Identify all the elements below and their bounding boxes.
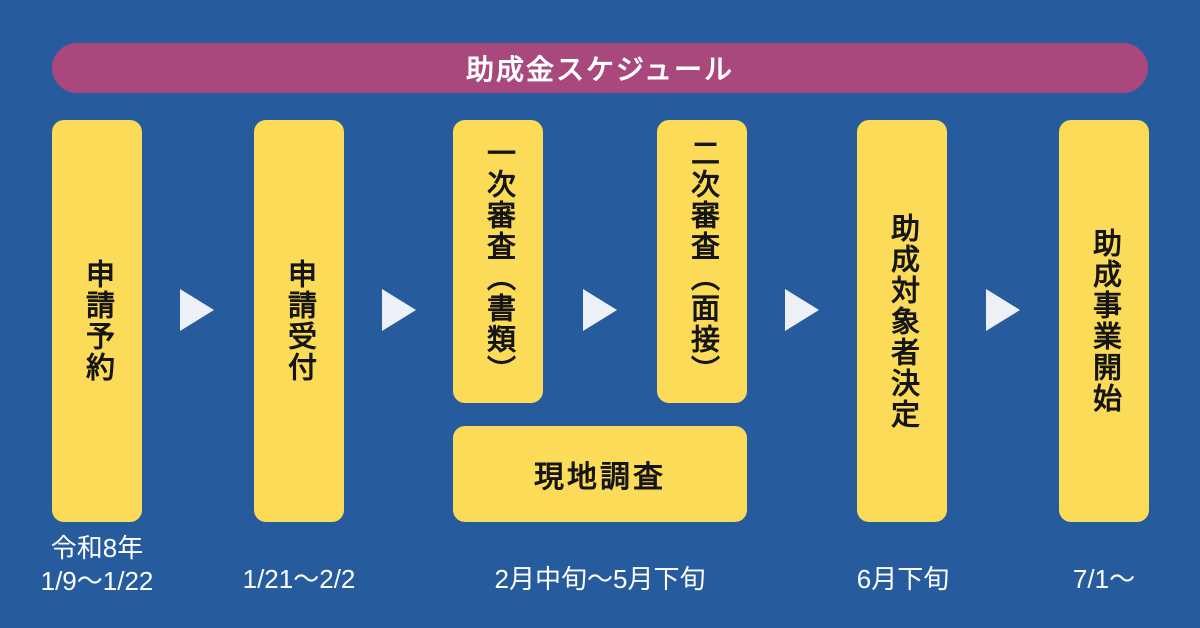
date-step6: 7/1〜 — [1072, 564, 1136, 594]
date-step5: 6月下旬 — [856, 564, 950, 594]
date-step1: 令和8年 1/9〜1/22 — [41, 532, 154, 597]
step-label: 一次審査（書類） — [482, 137, 515, 386]
date-line: 令和8年 — [50, 533, 144, 563]
arrow-right-icon — [382, 289, 416, 331]
date-step2: 1/21〜2/2 — [242, 564, 356, 594]
step-label: 助成事業開始 — [1088, 228, 1121, 414]
onsite-survey-box: 現地調査 — [453, 426, 747, 522]
step-label: 助成対象者決定 — [886, 212, 919, 430]
page-title: 助成金スケジュール — [465, 54, 735, 85]
survey-label: 現地調査 — [534, 461, 666, 494]
step-recipient-decision: 助成対象者決定 — [857, 120, 947, 522]
arrow-right-icon — [986, 289, 1020, 331]
step-label: 二次審査（面接） — [686, 137, 719, 386]
date-survey: 2月中旬〜5月下旬 — [494, 564, 706, 594]
step-project-start: 助成事業開始 — [1059, 120, 1149, 522]
step-label: 申請受付 — [283, 259, 316, 383]
step-second-screening: 二次審査（面接） — [657, 120, 747, 403]
step-application-reservation: 申請予約 — [52, 120, 142, 522]
arrow-right-icon — [785, 289, 819, 331]
step-first-screening: 一次審査（書類） — [453, 120, 543, 403]
arrow-right-icon — [583, 289, 617, 331]
step-application-acceptance: 申請受付 — [254, 120, 344, 522]
title-banner: 助成金スケジュール — [52, 43, 1148, 93]
step-label: 申請予約 — [81, 259, 114, 383]
date-line: 1/9〜1/22 — [40, 565, 154, 596]
arrow-right-icon — [180, 289, 214, 331]
